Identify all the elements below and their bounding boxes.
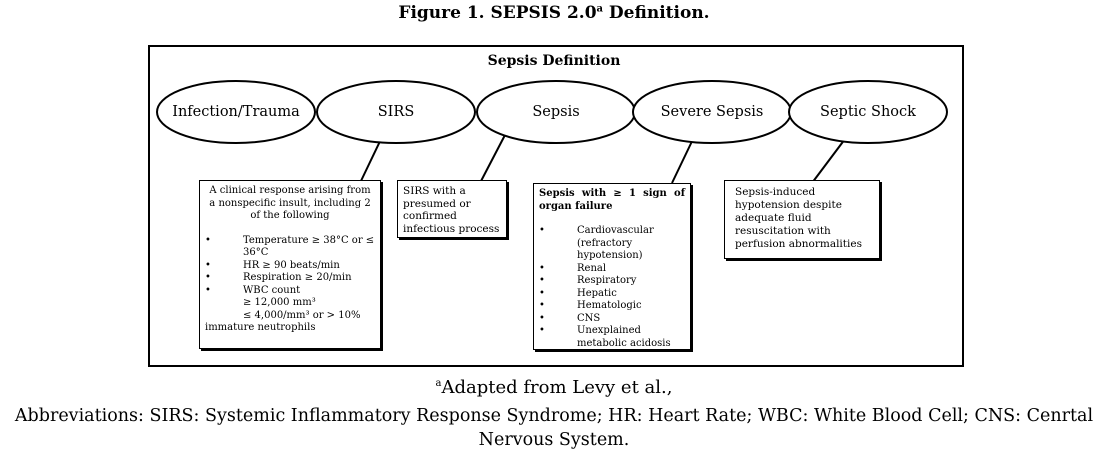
severe-sepsis-intro: Sepsis with ≥ 1 sign of organ failure <box>539 188 685 212</box>
diagram-heading: Sepsis Definition <box>487 53 621 69</box>
organ-failure-sign: Renal <box>539 263 685 276</box>
sirs-intro: A clinical response arising from a nonsp… <box>209 185 371 221</box>
node-infection-trauma: Infection/Trauma <box>172 104 300 120</box>
footnote-adapted: aAdapted from Levy et al., <box>435 377 673 398</box>
sepsis-definition-box: SIRS with a presumed or confirmed infect… <box>397 180 507 238</box>
node-severe-sepsis: Severe Sepsis <box>660 104 764 120</box>
connector-severe-sepsis <box>671 134 696 184</box>
sirs-criterion: HR ≥ 90 beats/min <box>205 260 375 273</box>
sirs-criterion: Temperature ≥ 38°C or ≤ 36°C <box>205 235 375 260</box>
diagram-frame <box>148 45 964 367</box>
footnote-superscript: a <box>435 378 442 389</box>
node-sirs: SIRS <box>377 104 415 120</box>
sirs-tail: immature neutrophils <box>205 322 316 333</box>
node-sirs-shape <box>316 80 476 144</box>
sirs-criterion: Respiration ≥ 20/min <box>205 272 375 285</box>
organ-failure-sign: Cardiovascular (refractory hypotension) <box>539 225 685 263</box>
wbc-subcriterion: ≥ 12,000 mm³ <box>243 297 316 308</box>
node-septic-shock-shape <box>788 80 948 144</box>
septic-shock-definition-box: Sepsis-induced hypotension despite adequ… <box>724 180 880 259</box>
organ-failure-sign: CNS <box>539 313 685 326</box>
footnote-abbreviations: Abbreviations: SIRS: Systemic Inflammato… <box>14 406 1094 450</box>
node-sepsis: Sepsis <box>532 104 580 120</box>
figure-title: Figure 1. SEPSIS 2.0a Definition. <box>398 3 710 23</box>
connector-sepsis <box>479 134 506 184</box>
wbc-subcriterion: ≤ 4,000/mm³ or > 10% <box>243 309 361 321</box>
figure-title-superscript: a <box>596 3 604 15</box>
node-infection-trauma-shape <box>156 80 316 144</box>
sirs-definition-box: A clinical response arising from a nonsp… <box>199 180 381 349</box>
organ-failure-sign: Unexplained metabolic acidosis <box>539 325 685 350</box>
organ-failure-sign: Hepatic <box>539 288 685 301</box>
connector-septic-shock <box>811 134 849 184</box>
severe-sepsis-definition-box: Sepsis with ≥ 1 sign of organ failure Ca… <box>533 183 691 350</box>
node-septic-shock: Septic Shock <box>820 104 916 120</box>
organ-failure-sign: Hematologic <box>539 300 685 313</box>
sirs-criterion: WBC count <box>205 285 375 298</box>
organ-failure-sign: Respiratory <box>539 275 685 288</box>
